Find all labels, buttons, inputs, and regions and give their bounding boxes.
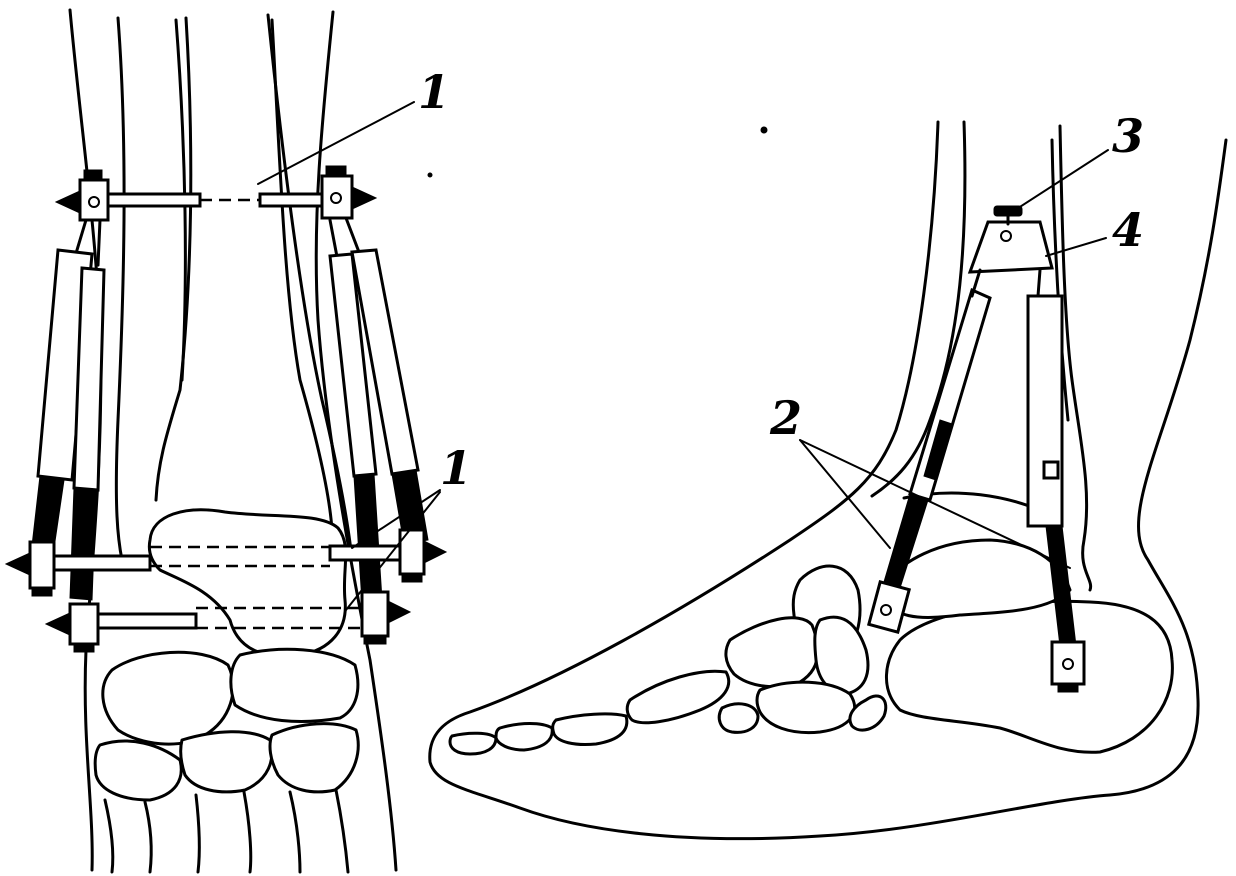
calcaneus-bone xyxy=(885,599,1174,754)
front-view: 1 1 xyxy=(4,8,472,874)
clamp-lower-left xyxy=(68,602,100,646)
lower-wire-bar-left xyxy=(94,612,198,630)
leader-1-lower-a xyxy=(351,489,441,549)
clamp-middle-right-nut xyxy=(401,573,423,583)
front-rod-upper xyxy=(908,287,992,502)
metatarsal-1 xyxy=(103,798,115,874)
rod-left-inner-sleeve xyxy=(72,266,106,492)
clamp-top-left-bolt xyxy=(88,196,100,208)
metatarsal-4 xyxy=(242,790,253,874)
clamp-top-left xyxy=(78,178,110,222)
label-3: 3 xyxy=(1112,109,1144,163)
clamp-lower-left-tip xyxy=(44,611,73,637)
fixator-block xyxy=(967,220,1054,274)
metatarsal-lateral-1 xyxy=(625,669,731,725)
ink-speck-1 xyxy=(760,126,768,134)
front-rod-slot xyxy=(923,419,953,481)
clamp-middle-right-tip xyxy=(421,539,448,565)
rear-rod-link-left xyxy=(970,268,982,298)
clamp-middle-left-tip xyxy=(4,551,33,577)
label-2: 2 xyxy=(769,391,802,445)
metatarsal-lateral-2 xyxy=(848,694,888,732)
clamp-lower-left-nut xyxy=(73,643,95,653)
metatarsal-2 xyxy=(143,800,153,874)
clamp-top-right-tip xyxy=(349,185,378,211)
middle-wire-bar-right xyxy=(328,544,412,562)
metatarsal-6 xyxy=(334,788,350,874)
phalanx-2 xyxy=(494,722,554,752)
leader-2-b xyxy=(799,439,1071,569)
rod-left-outer-thread xyxy=(31,475,65,549)
shin-contour-front xyxy=(428,120,1228,841)
clamp-top-right-nut xyxy=(325,165,347,177)
leader-1-lower-b xyxy=(345,491,441,611)
tibia-contour-right xyxy=(270,18,334,532)
rear-rod-clamp-bolt xyxy=(1062,658,1074,670)
lateral-view: 2 3 4 xyxy=(427,109,1228,841)
rear-rod-upper xyxy=(1026,294,1064,528)
clamp-top-left-tip xyxy=(54,189,83,215)
cuneiform-bone-3 xyxy=(268,722,360,794)
rod-left-inner-upper xyxy=(96,218,102,267)
rod-right-inner-sleeve xyxy=(328,252,378,478)
rear-rod-link-right xyxy=(1036,268,1042,298)
clamp-middle-left xyxy=(28,540,56,590)
phalanx-1 xyxy=(551,712,629,746)
achilles-contour-inner xyxy=(1050,138,1070,422)
leader-4 xyxy=(1045,237,1107,257)
metatarsal-5 xyxy=(288,790,302,874)
navicular-bone xyxy=(101,650,235,746)
rod-left-outer-sleeve xyxy=(36,248,94,482)
clamp-lower-right-tip xyxy=(385,599,412,625)
leader-2-a xyxy=(799,439,891,549)
rear-rod-window xyxy=(1042,460,1060,480)
top-wire-bar-right xyxy=(258,192,328,208)
ink-speck-2 xyxy=(427,172,433,178)
clamp-middle-left-nut xyxy=(31,587,53,597)
cuneiform-bone-1 xyxy=(93,739,183,802)
front-rod-clamp-bolt xyxy=(880,604,892,616)
phalanx-3 xyxy=(448,731,498,756)
rod-right-outer-thread xyxy=(391,469,429,545)
rod-right-outer-sleeve xyxy=(350,248,420,476)
fixator-block-hole xyxy=(1000,230,1012,242)
leg-contour-inner-right xyxy=(266,13,354,562)
rod-left-inner-thread xyxy=(69,487,97,601)
leader-1-top xyxy=(257,101,415,185)
shin-contour-inner xyxy=(870,120,967,498)
rear-rod-clamp-nut xyxy=(1057,683,1079,693)
achilles-contour xyxy=(1058,124,1093,592)
cuboid-lateral xyxy=(755,680,857,735)
clamp-top-right xyxy=(320,174,354,220)
label-1-lower: 1 xyxy=(440,441,472,495)
label-4: 4 xyxy=(1112,203,1144,257)
top-wire-bar-left xyxy=(98,192,202,208)
talus-bone-lateral xyxy=(878,538,1072,619)
leader-3 xyxy=(1011,149,1109,213)
talus-bone xyxy=(147,508,348,658)
leg-contour-inner-left xyxy=(114,16,126,562)
rear-rod-clamp xyxy=(1050,640,1086,686)
clamp-top-left-nut xyxy=(83,169,103,181)
middle-wire-bar-left xyxy=(48,554,152,572)
clamp-lower-right xyxy=(360,590,390,638)
cuneiform-small xyxy=(717,702,760,734)
cuneiform-bone-2 xyxy=(179,730,274,794)
clamp-top-right-bolt xyxy=(330,192,342,204)
metatarsal-3 xyxy=(194,793,201,874)
tibia-contour xyxy=(154,16,193,502)
cuneiform-lateral-1 xyxy=(724,616,820,689)
cuboid-bone xyxy=(229,647,360,723)
clamp-lower-right-nut xyxy=(363,635,387,645)
label-1-top: 1 xyxy=(418,65,450,119)
